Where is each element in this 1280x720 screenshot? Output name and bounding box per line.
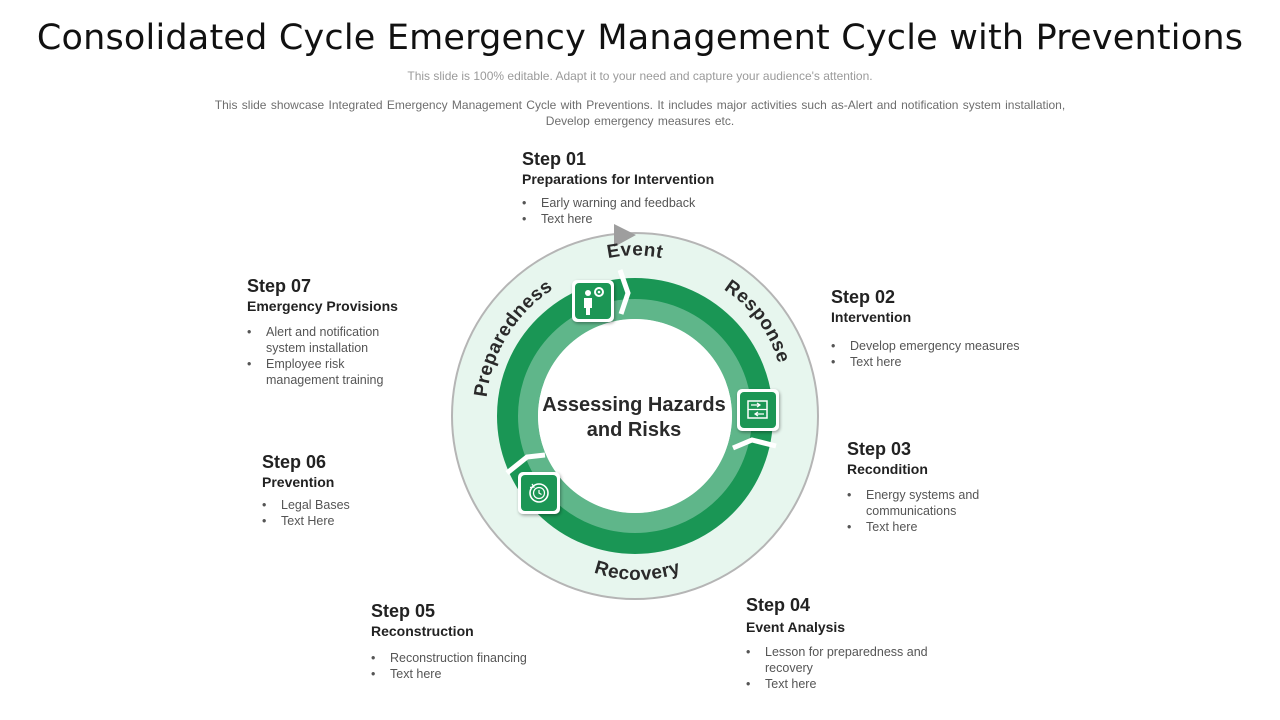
list-item: Early warning and feedback xyxy=(522,195,762,211)
step-07: Step 07 Emergency Provisions Alert and n… xyxy=(247,275,407,388)
description-line-1: This slide showcase Integrated Emergency… xyxy=(214,98,1066,112)
step-03-bullets: Energy systems and communications Text h… xyxy=(847,487,1007,535)
person-gear-icon xyxy=(572,280,614,322)
step-05-bullets: Reconstruction financing Text here xyxy=(371,650,571,682)
step-01-heading: Preparations for Intervention xyxy=(522,171,715,187)
step-01-number: Step 01 xyxy=(522,149,587,169)
step-05-heading: Reconstruction xyxy=(371,623,474,639)
step-02-number: Step 02 xyxy=(831,287,896,307)
step-06-bullets: Legal Bases Text Here xyxy=(262,497,412,529)
list-item: Text here xyxy=(371,666,571,682)
center-title-line-1: Assessing Hazards xyxy=(542,394,725,416)
step-02: Step 02 Intervention Develop emergency m… xyxy=(831,286,1061,370)
list-item: Lesson for preparedness and recovery xyxy=(746,644,956,676)
step-03: Step 03 Recondition Energy systems and c… xyxy=(847,438,1007,535)
step-02-bullets: Develop emergency measures Text here xyxy=(831,338,1061,370)
step-06-number: Step 06 xyxy=(262,452,327,472)
list-item: Text here xyxy=(831,354,1061,370)
list-item: Employee risk management training xyxy=(247,356,407,388)
list-item: Alert and notification system installati… xyxy=(247,324,407,356)
step-05: Step 05 Reconstruction Reconstruction fi… xyxy=(371,600,571,682)
step-01: Step 01 Preparations for Intervention Ea… xyxy=(522,148,762,227)
step-05-number: Step 05 xyxy=(371,601,436,621)
step-04-heading: Event Analysis xyxy=(746,619,846,635)
list-item: Text Here xyxy=(262,513,412,529)
center-title-line-2: and Risks xyxy=(587,419,681,441)
step-03-heading: Recondition xyxy=(847,461,928,477)
ring-separator-bottom-left xyxy=(505,452,546,475)
step-04-bullets: Lesson for preparedness and recovery Tex… xyxy=(746,644,956,692)
step-07-bullets: Alert and notification system installati… xyxy=(247,324,407,388)
transfer-arrows-icon xyxy=(737,389,779,431)
step-04: Step 04 Event Analysis Lesson for prepar… xyxy=(746,594,956,692)
list-item: Develop emergency measures xyxy=(831,338,1061,354)
description-line-2: Develop emergency measures etc. xyxy=(545,114,735,128)
list-item: Text here xyxy=(847,519,1007,535)
list-item: Energy systems and communications xyxy=(847,487,1007,519)
ring-separator-top xyxy=(617,269,631,315)
ring-separator-right xyxy=(732,437,777,451)
step-03-number: Step 03 xyxy=(847,439,912,459)
list-item: Legal Bases xyxy=(262,497,412,513)
cycle-arrow-head xyxy=(614,224,636,247)
slide-subtitle: This slide is 100% editable. Adapt it to… xyxy=(407,69,873,83)
step-04-number: Step 04 xyxy=(746,595,811,615)
step-07-number: Step 07 xyxy=(247,276,312,296)
step-07-heading: Emergency Provisions xyxy=(247,298,398,314)
slide-description: This slide showcase Integrated Emergency… xyxy=(170,97,1110,129)
list-item: Reconstruction financing xyxy=(371,650,571,666)
center-disc xyxy=(538,319,732,513)
list-item: Text here xyxy=(746,676,956,692)
slide-title: Consolidated Cycle Emergency Management … xyxy=(36,18,1244,58)
step-01-bullets: Early warning and feedback Text here xyxy=(522,195,762,227)
clock-cycle-icon xyxy=(518,472,560,514)
step-06: Step 06 Prevention Legal Bases Text Here xyxy=(262,451,412,529)
list-item: Text here xyxy=(522,211,762,227)
step-02-heading: Intervention xyxy=(831,309,912,325)
step-06-heading: Prevention xyxy=(262,474,335,490)
